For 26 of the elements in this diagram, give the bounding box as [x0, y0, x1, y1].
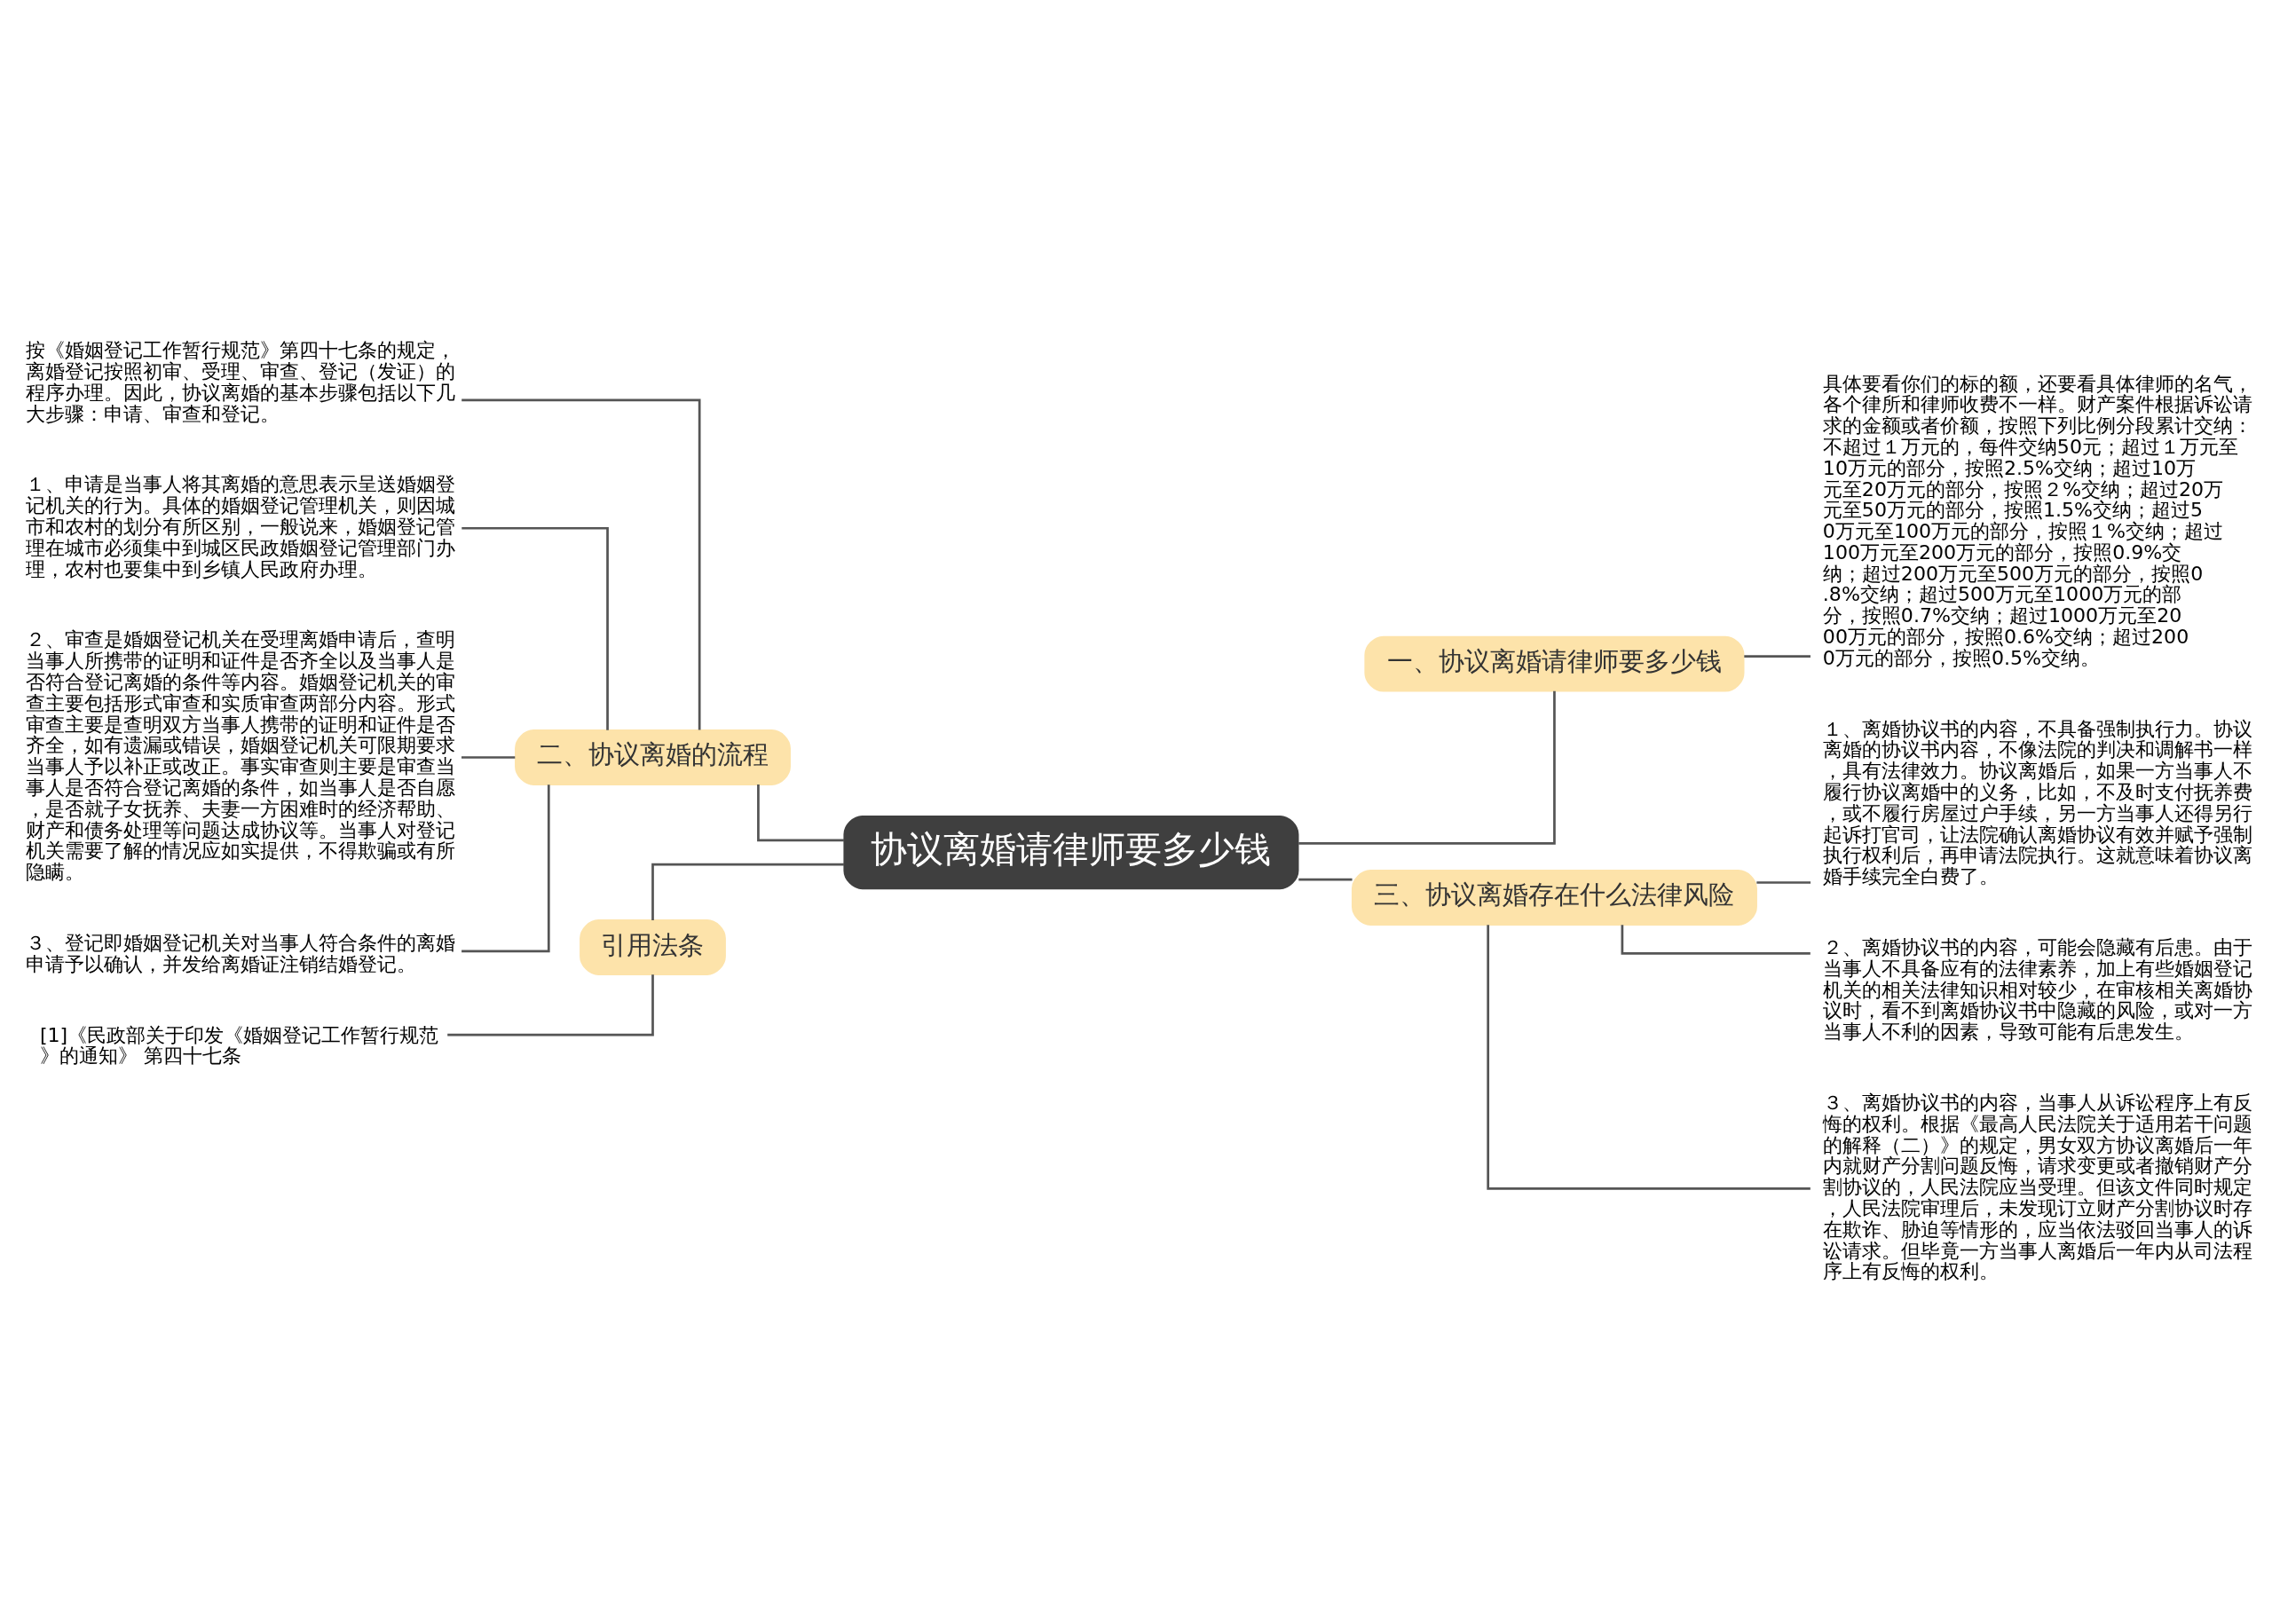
node-box: 引用法条: [580, 918, 726, 975]
node-box: 二、协议离婚的流程: [515, 729, 791, 785]
node-text: 按《婚姻登记工作暂行规范》第四十七条的规定，离婚登记按照初审、受理、审查、登记（发证）的程序办理。因此，协议离婚的基本步骤包括以下几大步骤：申请、审查和登记。: [25, 338, 455, 425]
node-box: 三、协议离婚存在什么法律风险: [1351, 869, 1757, 926]
connector: [1756, 880, 1811, 884]
node-text: ３、离婚协议书的内容，当事人从诉讼程序上有反悔的权利。根据《最高人民法院关于适用若干问题的解释（二）》的规定，男女双方协议离婚后一年内就财产分割问题反悔，请求变更或者撤销财产分割协议的，人民法院应当受理。但该文件同时规定，人民法院审理后，未发现订立财产分割协议时存在欺诈、胁迫等情形的，应当依法驳回当事人的诉讼请求。但毕竟一方当事人离婚后一年内从司法程序上有反悔的权利。: [1822, 1091, 2252, 1282]
connector: [462, 526, 609, 730]
node-text: [1]《民政部关于印发《婚姻登记工作暂行规范》的通知》 第四十七条: [39, 1023, 439, 1067]
node-text: ２、离婚协议书的内容，可能会隐藏有后患。由于当事人不具备应有的法律素养，加上有些婚姻登记机关的相关法律知识相对较少，在审核相关离婚协议时，看不到离婚协议书中隐藏的风险，或对一方当事人不利的因素，导致可能有后患发生。: [1822, 935, 2252, 1043]
node-text: ３、登记即婚姻登记机关对当事人符合条件的离婚申请予以确认，并发给离婚证注销结婚登记。: [25, 931, 455, 975]
node-text: １、申请是当事人将其离婚的意思表示呈送婚姻登记机关的行为。具体的婚姻登记管理机关，则因城市和农村的划分有所区别，一般说来，婚姻登记管理在城市必须集中到城区民政婚姻登记管理部门办理，农村也要集中到乡镇人民政府办理。: [25, 472, 455, 580]
connector: [651, 863, 845, 920]
connector: [462, 398, 701, 730]
node-text: ２、审查是婚姻登记机关在受理离婚申请后，查明当事人所携带的证明和证件是否齐全以及当事人是否符合登记离婚的条件等内容。婚姻登记机关的审查主要包括形式审查和实质审查两部分内容。形式审查主要是查明双方当事人携带的证明和证件是否齐全，如有遗漏或错误，婚姻登记机关可限期要求当事人予以补正或改正。事实审查则主要是审查当事人是否符合登记离婚的条件，如当事人是否自愿，是否就子女抚养、夫妻一方困难时的经济帮助、财产和债务处理等问题达成协议等。当事人对登记机关需要了解的情况应如实提供，不得欺骗或有所隐瞒。: [25, 627, 455, 883]
connector: [1487, 924, 1810, 1190]
connector: [462, 755, 516, 759]
connector: [1298, 690, 1556, 845]
connector: [1298, 878, 1353, 880]
node-box: 一、协议离婚请律师要多少钱: [1364, 635, 1745, 692]
node-text: 具体要看你们的标的额，还要看具体律师的名气，各个律所和律师收费不一样。财产案件根据诉讼请求的金额或者价额，按照下列比例分段累计交纳：不超过１万元的，每件交纳50元；超过１万元至10万元的部分，按照2.5%交纳；超过10万元至20万元的部分，按照２%交纳；超过20万元至50万元的部分，按照1.5%交纳；超过50万元至100万元的部分，按照１%交纳；超过100万元至200万元的部分，按照0.9%交纳；超过200万元至500万元的部分，按照0.8%交纳；超过500万元至1000万元的部分，按照0.7%交纳；超过1000万元至2000万元的部分，按照0.6%交纳；超过2000万元的部分，按照0.5%交纳。: [1822, 372, 2252, 669]
node-text: １、离婚协议书的内容，不具备强制执行力。协议离婚的协议书内容，不像法院的判决和调解书一样，具有法律效力。协议离婚后，如果一方当事人不履行协议离婚中的义务，比如，不及时支付抚养费，或不履行房屋过户手续，另一方当事人还得另行起诉打官司，让法院确认离婚协议有效并赋予强制执行权利后，再申请法院执行。这就意味着协议离婚手续完全白费了。: [1822, 717, 2252, 887]
connector: [757, 784, 845, 841]
connector: [447, 974, 654, 1036]
connector: [1744, 654, 1810, 658]
connector: [462, 784, 550, 952]
node-box: 协议离婚请律师要多少钱: [843, 815, 1299, 889]
